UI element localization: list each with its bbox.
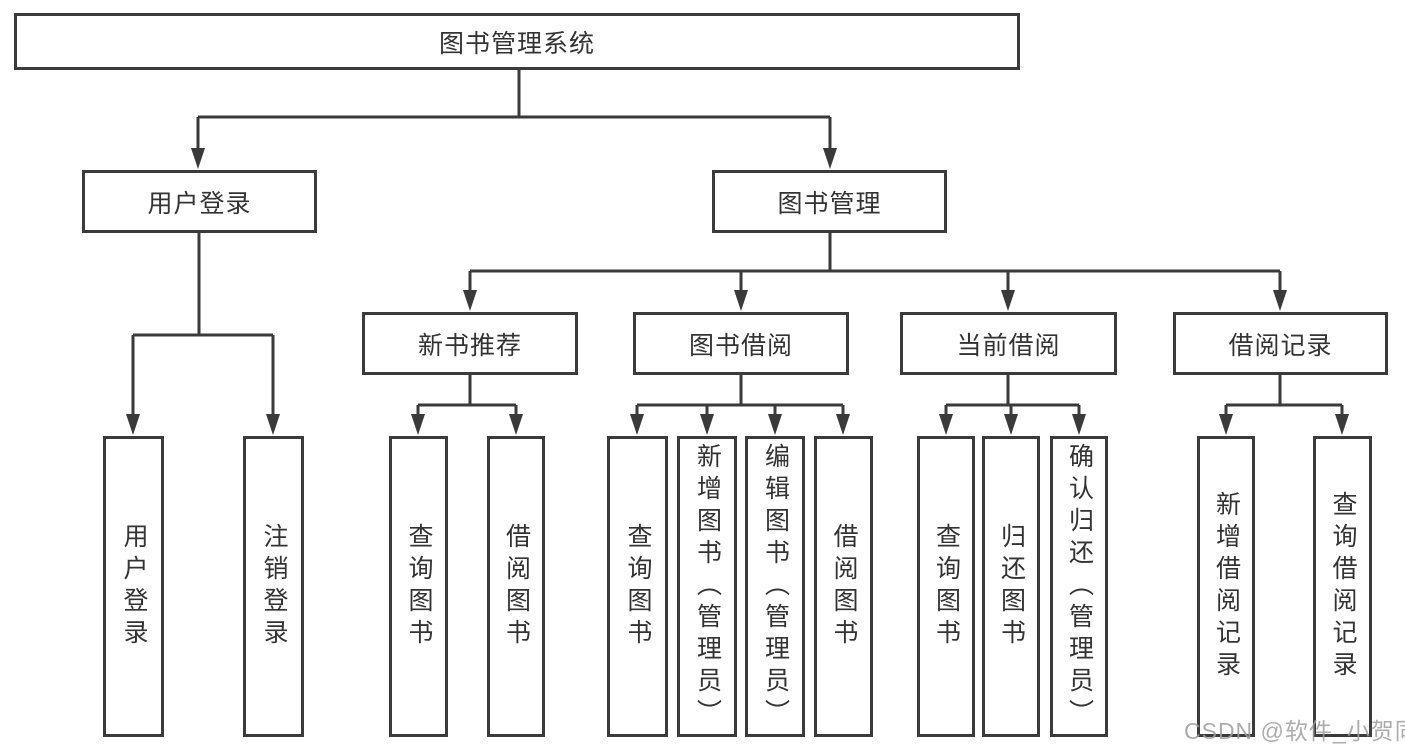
- node-borrowing-borrow-books: 借阅图书: [814, 436, 873, 737]
- arrow-icon: [266, 414, 280, 435]
- arrow-icon: [836, 414, 850, 435]
- node-label: 图书管理系统: [438, 29, 595, 58]
- arrow-icon: [1335, 414, 1349, 435]
- node-label: 编辑图书（管理员）: [761, 442, 790, 731]
- node-borrowing-query-books: 查询图书: [607, 436, 668, 737]
- arrowheads: [126, 148, 1349, 435]
- arrow-icon: [939, 414, 953, 435]
- node-label: 查询图书: [932, 522, 961, 651]
- node-label: 新增图书（管理员）: [693, 442, 722, 731]
- arrow-icon: [191, 148, 205, 169]
- node-label: 归还图书: [997, 522, 1026, 651]
- node-label: 借阅图书: [830, 522, 858, 651]
- arrow-icon: [1072, 414, 1086, 435]
- node-book-management: 图书管理: [712, 170, 947, 233]
- node-library-system: 图书管理系统: [14, 13, 1020, 70]
- node-recommend-borrow-books: 借阅图书: [487, 436, 545, 737]
- arrow-icon: [126, 414, 140, 435]
- node-label: 当前借阅: [956, 331, 1061, 360]
- arrow-icon: [1001, 290, 1015, 311]
- node-recommend-query-books: 查询图书: [389, 436, 448, 737]
- node-label: 图书借阅: [688, 331, 793, 360]
- node-current-return-books: 归还图书: [982, 436, 1040, 737]
- arrow-icon: [1219, 414, 1233, 435]
- arrow-icon: [734, 290, 748, 311]
- node-current-query-books: 查询图书: [917, 436, 975, 737]
- node-user-login: 用户登录: [82, 170, 317, 233]
- arrow-icon: [509, 414, 523, 435]
- node-user-login-action: 用户登录: [103, 436, 164, 737]
- node-label: 查询图书: [624, 522, 652, 651]
- arrow-icon: [700, 414, 714, 435]
- arrow-icon: [630, 414, 644, 435]
- node-label: 新书推荐: [417, 331, 522, 360]
- node-label: 用户登录: [120, 522, 148, 651]
- node-borrowing-records: 借阅记录: [1173, 312, 1388, 375]
- arrow-icon: [463, 290, 477, 311]
- node-borrowing-edit-books-admin: 编辑图书（管理员）: [745, 436, 805, 737]
- node-records-query-record: 查询借阅记录: [1313, 436, 1372, 737]
- node-label: 新增借阅记录: [1212, 490, 1241, 683]
- node-records-add-record: 新增借阅记录: [1197, 436, 1255, 737]
- arrow-icon: [768, 414, 782, 435]
- node-current-confirm-return-admin: 确认归还（管理员）: [1050, 436, 1108, 737]
- node-new-book-recommend: 新书推荐: [362, 312, 578, 375]
- node-label: 图书管理: [777, 189, 882, 218]
- node-book-borrowing: 图书借阅: [633, 312, 849, 375]
- csdn-watermark: CSDN @软件_小贺同学: [1184, 718, 1405, 744]
- node-label: 查询图书: [405, 522, 433, 651]
- node-label: 确认归还（管理员）: [1065, 442, 1094, 731]
- arrow-icon: [1004, 414, 1018, 435]
- arrow-icon: [1273, 290, 1287, 311]
- node-label: 借阅记录: [1228, 331, 1333, 360]
- node-borrowing-add-books-admin: 新增图书（管理员）: [677, 436, 737, 737]
- node-label: 借阅图书: [502, 522, 531, 651]
- node-current-borrowing: 当前借阅: [900, 312, 1117, 375]
- node-label: 查询借阅记录: [1329, 490, 1357, 683]
- arrow-icon: [823, 148, 837, 169]
- node-label: 用户登录: [147, 189, 252, 218]
- connector-path: [131, 70, 1344, 416]
- node-label: 注销登录: [260, 522, 288, 651]
- arrow-icon: [411, 414, 425, 435]
- node-logout-action: 注销登录: [243, 436, 304, 737]
